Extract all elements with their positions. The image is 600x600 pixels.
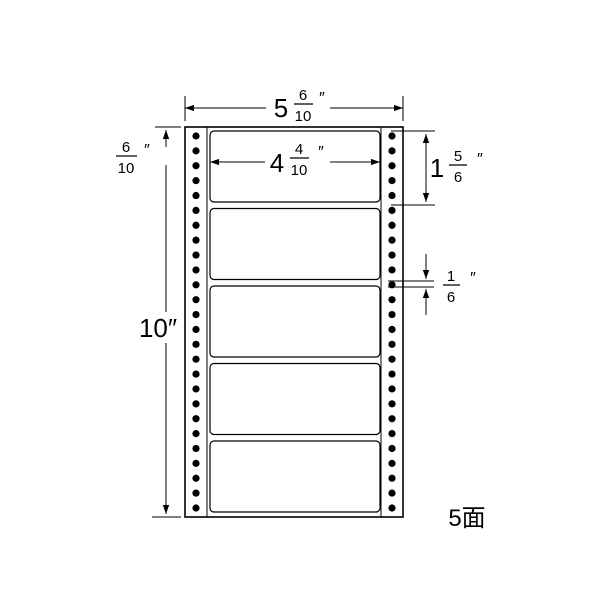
- right-tractor-hole: [388, 340, 396, 348]
- label-gap-dimension: 1 6 ″: [388, 254, 476, 315]
- right-tractor-hole: [388, 236, 396, 244]
- right-tractor-hole: [388, 385, 396, 393]
- total-width-dimension: 5 6 10 ″: [184, 87, 404, 125]
- left-tractor-hole: [192, 296, 200, 304]
- label-width-num: 4: [295, 141, 303, 158]
- total-height-text: 10″: [139, 313, 177, 343]
- side-margin-mark: ″: [144, 142, 150, 159]
- total-width-num: 6: [299, 87, 307, 104]
- right-tractor-hole: [388, 251, 396, 259]
- left-tractor-hole: [192, 132, 200, 140]
- left-tractor-hole: [192, 474, 200, 482]
- tractor-holes: [192, 132, 396, 512]
- left-tractor-hole: [192, 206, 200, 214]
- label-gap-mark: ″: [470, 270, 476, 287]
- left-tractor-hole: [192, 266, 200, 274]
- right-tractor-hole: [388, 430, 396, 438]
- right-tractor-hole: [388, 177, 396, 185]
- left-tractor-hole: [192, 162, 200, 170]
- right-tractor-hole: [388, 325, 396, 334]
- right-tractor-hole: [388, 206, 396, 214]
- left-tractor-hole: [192, 340, 200, 348]
- label-width-mark: ″: [318, 144, 324, 161]
- left-tractor-hole: [192, 459, 200, 467]
- left-tractor-hole: [192, 370, 200, 378]
- label-cells: [209, 130, 381, 513]
- right-tractor-hole: [388, 370, 396, 378]
- right-tractor-hole: [388, 147, 396, 155]
- left-tractor-hole: [192, 444, 200, 453]
- left-tractor-hole: [192, 221, 200, 229]
- side-margin-dimension: 6 10 ″: [116, 126, 181, 177]
- left-tractor-hole: [192, 325, 200, 334]
- label-width-whole: 4: [270, 148, 284, 178]
- label-height-dimension: 1 5 6 ″: [391, 130, 483, 206]
- right-tractor-hole: [388, 415, 396, 423]
- label-height-whole: 1: [430, 153, 444, 183]
- label-width-den: 10: [291, 162, 308, 179]
- right-tractor-hole: [388, 162, 396, 170]
- total-width-mark: ″: [319, 90, 325, 107]
- label-width-dimension: 4 4 10 ″: [210, 141, 380, 179]
- left-tractor-hole: [192, 310, 200, 319]
- left-tractor-hole: [192, 281, 200, 289]
- left-tractor-hole: [192, 385, 200, 393]
- right-tractor-hole: [388, 132, 396, 140]
- total-width-whole: 5: [274, 93, 288, 123]
- right-tractor-hole: [388, 459, 396, 467]
- label-cell: [209, 207, 381, 281]
- side-margin-num: 6: [122, 139, 130, 156]
- right-tractor-hole: [388, 355, 396, 363]
- right-tractor-hole: [388, 296, 396, 304]
- right-tractor-hole: [388, 504, 396, 512]
- label-gap-num: 1: [447, 268, 455, 285]
- right-tractor-hole: [388, 400, 396, 408]
- left-tractor-hole: [192, 489, 200, 497]
- side-margin-den: 10: [118, 160, 135, 177]
- left-tractor-hole: [192, 400, 200, 408]
- left-tractor-hole: [192, 415, 200, 423]
- right-tractor-hole: [388, 266, 396, 274]
- left-tractor-hole: [192, 177, 200, 185]
- label-cell: [209, 362, 381, 436]
- right-tractor-hole: [388, 191, 396, 200]
- left-tractor-hole: [192, 355, 200, 363]
- right-tractor-hole: [388, 310, 396, 319]
- right-tractor-hole: [388, 221, 396, 229]
- label-cell: [209, 285, 381, 358]
- left-tractor-hole: [192, 430, 200, 438]
- label-cell: [209, 440, 381, 513]
- left-tractor-hole: [192, 251, 200, 259]
- right-tractor-hole: [388, 489, 396, 497]
- label-gap-den: 6: [447, 289, 455, 306]
- right-tractor-hole: [388, 474, 396, 482]
- label-height-num: 5: [454, 148, 462, 165]
- right-tractor-hole: [388, 444, 396, 453]
- left-tractor-hole: [192, 147, 200, 155]
- label-height-den: 6: [454, 169, 462, 186]
- left-tractor-hole: [192, 236, 200, 244]
- total-width-den: 10: [295, 108, 312, 125]
- label-height-mark: ″: [477, 151, 483, 168]
- face-count-label: 5面: [448, 505, 485, 532]
- total-height-dimension: 10″: [139, 165, 181, 518]
- left-tractor-hole: [192, 191, 200, 200]
- label-cell: [209, 130, 381, 203]
- left-tractor-hole: [192, 504, 200, 512]
